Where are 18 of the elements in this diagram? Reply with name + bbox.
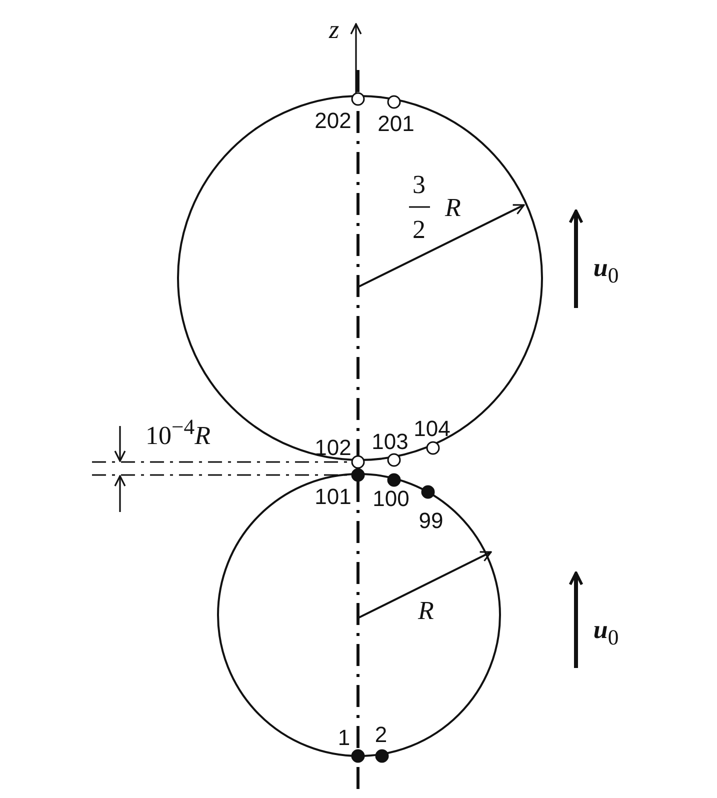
point-number: 100 (372, 488, 410, 510)
point-number: 104 (414, 418, 450, 440)
radius-label: R (418, 598, 434, 624)
axis-label: z (328, 17, 340, 43)
velocity-label: u$_{0}$ (593, 617, 619, 649)
fraction-numerator: 3 (412, 172, 426, 198)
point-number: 103 (372, 431, 408, 453)
point-number: 2 (374, 724, 388, 746)
point-number: 102 (314, 437, 352, 459)
gap-dimension: 10$^{−4}$R (146, 417, 210, 449)
point-number: 202 (314, 110, 352, 132)
point-number: 1 (338, 727, 350, 749)
point-number: 99 (418, 510, 444, 532)
velocity-label: u$_{0}$ (593, 255, 619, 287)
point-number: 101 (314, 486, 352, 508)
point-number: 201 (378, 113, 414, 135)
fraction-denominator: 2 (412, 217, 426, 243)
radius-label: R (445, 195, 461, 221)
